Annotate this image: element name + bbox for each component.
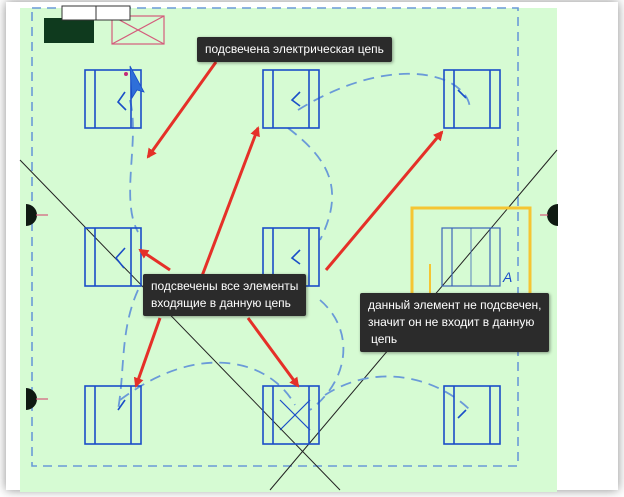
dark-panel-icon bbox=[44, 18, 94, 43]
light-fixture-r3c3[interactable] bbox=[443, 385, 501, 445]
wall-socket-icon[interactable] bbox=[26, 388, 48, 410]
light-fixture-r2c1[interactable] bbox=[84, 227, 142, 287]
callout-text: значит он не входит в данную bbox=[368, 315, 535, 329]
light-fixture-r1c2[interactable] bbox=[262, 69, 320, 129]
circuit-wiring bbox=[117, 72, 471, 411]
wall-socket-icon[interactable] bbox=[540, 204, 558, 226]
callout-text: входящие в данную цепь bbox=[151, 296, 291, 310]
light-fixture-r1c1[interactable] bbox=[84, 69, 142, 129]
cursor-icon bbox=[124, 65, 145, 100]
callout-text: подсвечены все элементы bbox=[151, 279, 299, 293]
callout-text: подсвечена электрическая цепь bbox=[205, 42, 384, 56]
light-fixture-r3c2[interactable] bbox=[262, 385, 320, 445]
annotation-arrows bbox=[133, 61, 444, 388]
light-fixture-r2c2[interactable] bbox=[262, 227, 320, 287]
wall-socket-icon[interactable] bbox=[26, 204, 48, 226]
callout-circuit-highlighted: подсвечена электрическая цепь bbox=[197, 37, 392, 62]
callout-element-not-highlighted: данный элемент не подсвечен, значит он н… bbox=[360, 293, 550, 352]
callout-text: цепь bbox=[371, 332, 398, 346]
fixture-label: A bbox=[502, 269, 512, 285]
room-area bbox=[20, 8, 557, 492]
callout-text: данный элемент не подсвечен, bbox=[368, 298, 542, 312]
guide-line bbox=[19, 159, 341, 491]
room-boundary bbox=[31, 7, 519, 467]
callout-elements-highlighted: подсвечены все элементы входящие в данну… bbox=[143, 274, 307, 316]
crossed-box-icon bbox=[111, 15, 165, 45]
light-fixture-r1c3[interactable] bbox=[443, 69, 501, 129]
light-fixture-r3c1[interactable] bbox=[84, 385, 142, 445]
light-fixture-unconnected[interactable] bbox=[441, 227, 501, 287]
